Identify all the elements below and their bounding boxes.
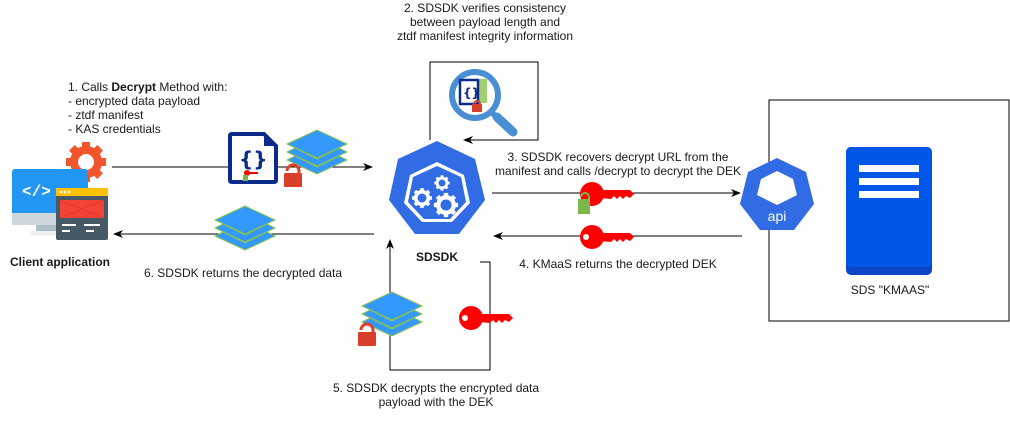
sdsdk-label: SDSDK	[415, 250, 458, 264]
step5-label: 5. SDSDK decrypts the encrypted data pay…	[320, 381, 552, 409]
magnifier-icon: {}	[449, 69, 518, 137]
step1-item: - encrypted data payload	[68, 94, 201, 108]
step1-item: - KAS credentials	[68, 122, 161, 136]
svg-text:{}: {}	[239, 147, 267, 171]
kmaas-label: SDS "KMAAS"	[850, 283, 930, 297]
padlock-icon	[356, 322, 378, 348]
decrypted-data-layers-icon	[214, 205, 276, 251]
step1-item: - ztdf manifest	[68, 108, 144, 122]
step3-line: 3. SDSDK recovers decrypt URL from the	[507, 150, 729, 164]
step2-line: ztdf manifest integrity information	[396, 29, 574, 43]
step1-label: 1. Calls Decrypt Method with: - encrypte…	[68, 80, 227, 136]
svg-text:</>: </>	[22, 183, 51, 201]
client-app-icon[interactable]: </>	[12, 142, 108, 240]
padlock-icon	[282, 163, 304, 189]
step5-line: 5. SDSDK decrypts the encrypted data	[332, 381, 540, 395]
step6-line: 6. SDSDK returns the decrypted data	[143, 266, 343, 280]
step2-line: 2. SDSDK verifies consistency	[403, 1, 567, 15]
sdsdk-node-icon[interactable]	[389, 141, 485, 234]
loop-step2-verify	[429, 61, 539, 144]
padlock-icon	[578, 192, 590, 214]
svg-text:{}: {}	[463, 86, 480, 100]
step3-line: manifest and calls /decrypt to decrypt t…	[494, 164, 742, 178]
padlock-icon	[243, 175, 248, 181]
encrypted-data-layers-icon	[361, 291, 423, 337]
ztdf-manifest-icon: {}	[228, 132, 278, 184]
step4-label: 4. KMaaS returns the decrypted DEK	[500, 257, 736, 271]
step1-prefix: 1. Calls	[68, 80, 112, 94]
step2-line: between payload length and	[409, 15, 561, 29]
step5-line: payload with the DEK	[378, 395, 494, 409]
step1-method-name: Decrypt	[111, 80, 157, 94]
api-node-icon[interactable]	[740, 158, 814, 230]
key-icon	[244, 170, 258, 176]
step6-label: 6. SDSDK returns the decrypted data	[130, 266, 356, 280]
browser-window-icon	[56, 188, 108, 240]
step4-line: 4. KMaaS returns the decrypted DEK	[519, 257, 717, 271]
database-server-icon	[846, 147, 932, 275]
step3-label: 3. SDSDK recovers decrypt URL from the m…	[490, 150, 746, 178]
api-label: api	[767, 208, 787, 224]
step1-suffix: Method with:	[156, 80, 228, 94]
client-application-label: Client application	[10, 255, 111, 269]
step2-label: 2. SDSDK verifies consistency between pa…	[385, 1, 585, 43]
